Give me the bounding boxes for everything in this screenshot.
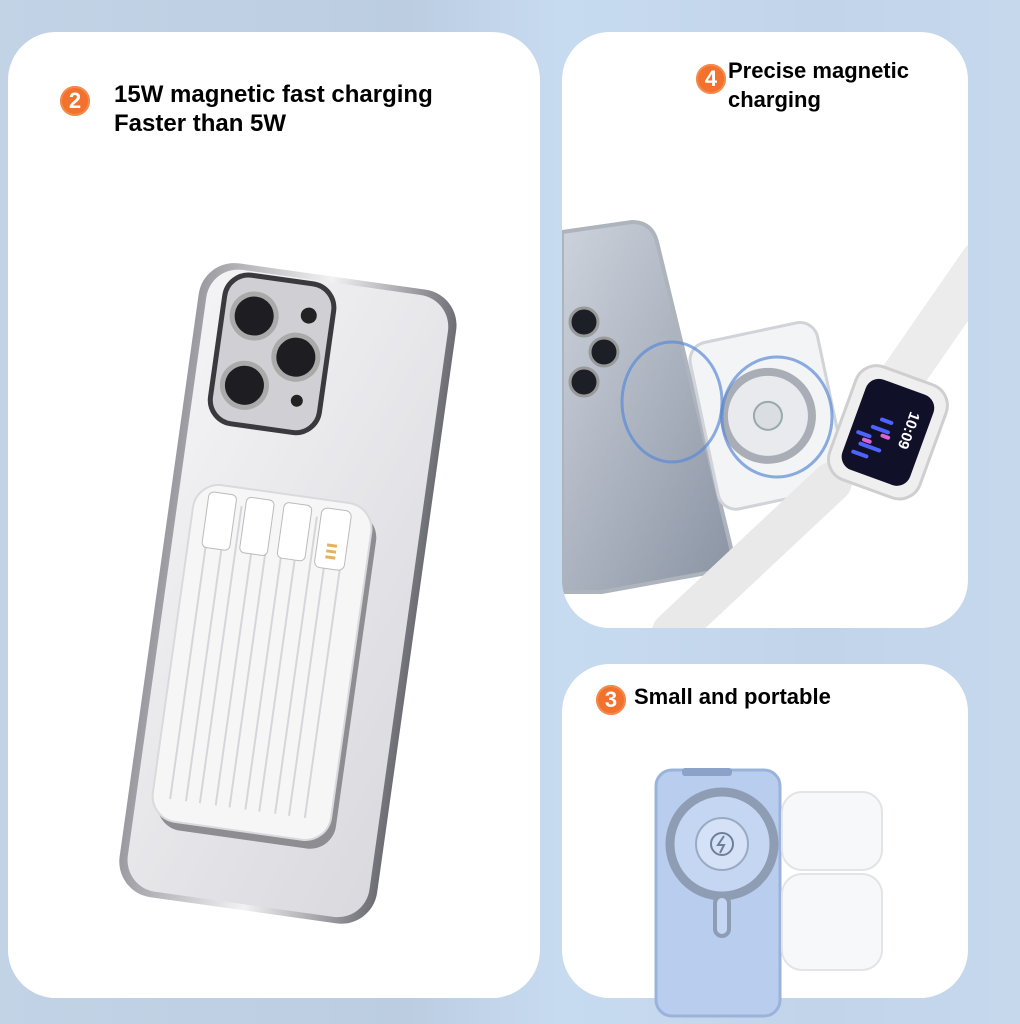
number-badge: 3 — [596, 685, 626, 715]
feature-small-portable: 3 Small and portable — [596, 682, 831, 715]
magnetic-charging-illustration: 10:09 — [562, 219, 968, 628]
number-badge: 4 — [696, 64, 726, 94]
feature-title: Small and portable — [634, 684, 831, 709]
powerbank-earbuds-illustration — [654, 768, 883, 1018]
feature-title: Precise magnetic — [728, 58, 909, 83]
number-badge: 2 — [60, 86, 90, 116]
feature-fast-charging: 2 15W magnetic fast charging Faster than… — [60, 80, 433, 138]
feature-card-fast-charging: 2 15W magnetic fast charging Faster than… — [8, 32, 540, 998]
feature-subtitle: Faster than 5W — [114, 110, 287, 137]
feature-title-line2: charging — [728, 87, 821, 112]
feature-precise-magnetic: 4 Precise magnetic charging — [696, 56, 909, 114]
feature-title: 15W magnetic fast charging — [114, 81, 433, 108]
feature-card-precise-magnetic: 10:09 4 Precise magnetic charging — [562, 32, 968, 628]
phone-powerbank-illustration — [119, 263, 457, 924]
feature-card-small-portable: 3 Small and portable — [562, 664, 968, 1018]
